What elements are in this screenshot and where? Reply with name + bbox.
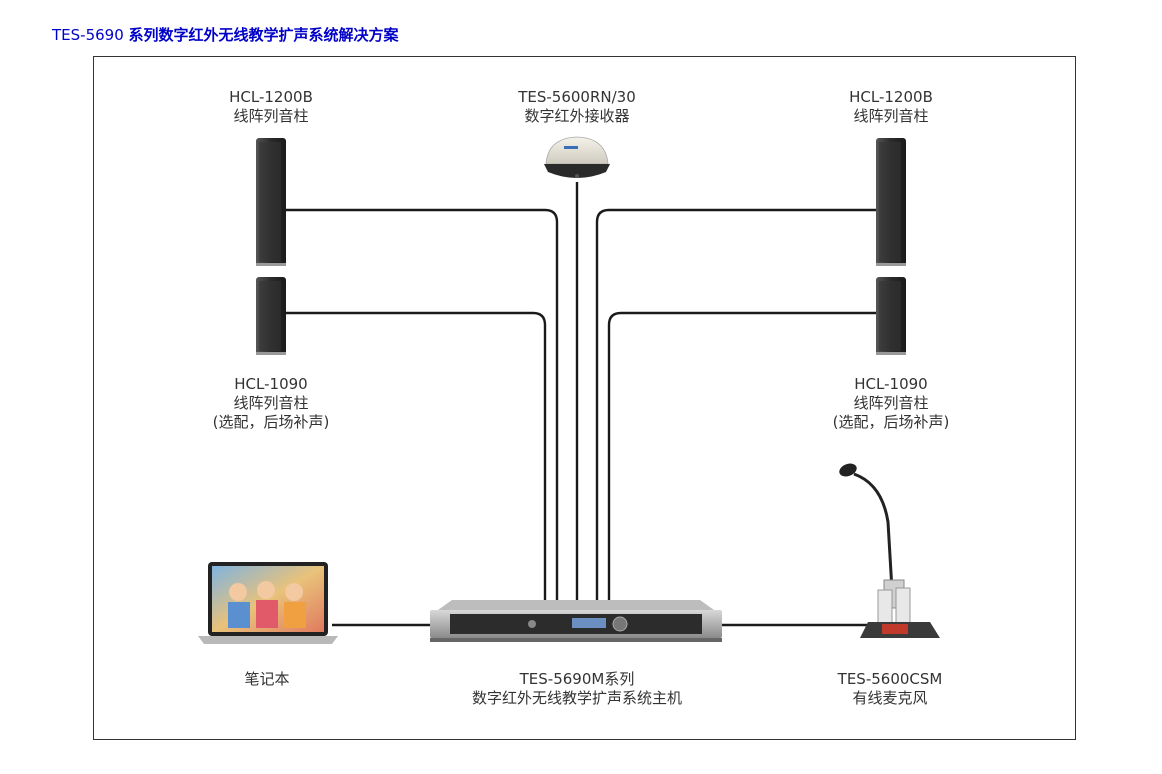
name-text: 线阵列音柱 xyxy=(853,107,929,125)
name-text: 有线麦克风 xyxy=(852,689,928,707)
microphone-device xyxy=(839,463,940,638)
name-text: 线阵列音柱 xyxy=(233,394,309,412)
name-text: 数字红外无线教学扩声系统主机 xyxy=(471,689,683,707)
speaker-large-right xyxy=(876,138,906,266)
model-text: HCL-1090 xyxy=(234,375,308,393)
model-text: HCL-1200B xyxy=(849,88,933,106)
receiver-device xyxy=(544,136,610,178)
name-text: 线阵列音柱 xyxy=(233,107,309,125)
title-model: TES-5690 xyxy=(52,26,124,44)
wire-large-right xyxy=(595,208,877,600)
laptop-device xyxy=(198,562,338,644)
model-text: TES-5600RN/30 xyxy=(518,88,636,106)
model-text: HCL-1200B xyxy=(229,88,313,106)
label-receiver: TES-5600RN/30 数字红外接收器 xyxy=(518,88,636,126)
speaker-small-left xyxy=(256,277,286,355)
label-speaker-large-left: HCL-1200B 线阵列音柱 xyxy=(229,88,313,126)
wire-small-left xyxy=(285,311,547,600)
note-text: (选配，后场补声) xyxy=(832,413,950,431)
name-text: 线阵列音柱 xyxy=(853,394,929,412)
page-title: TES-5690 系列数字红外无线教学扩声系统解决方案 xyxy=(52,24,399,45)
model-text: TES-5690M系列 xyxy=(519,670,635,688)
title-text: 系列数字红外无线教学扩声系统解决方案 xyxy=(128,26,399,44)
label-laptop: 笔记本 xyxy=(244,670,289,689)
speaker-small-right xyxy=(876,277,906,355)
wire-large-left xyxy=(285,208,559,600)
name-text: 数字红外接收器 xyxy=(524,107,630,125)
note-text: (选配，后场补声) xyxy=(212,413,330,431)
diagram-frame xyxy=(93,56,1076,740)
speaker-large-left xyxy=(256,138,286,266)
name-text: 笔记本 xyxy=(244,670,290,688)
label-speaker-large-right: HCL-1200B 线阵列音柱 xyxy=(849,88,933,126)
label-speaker-small-left: HCL-1090 线阵列音柱 (选配，后场补声) xyxy=(213,375,330,432)
host-device xyxy=(430,600,722,642)
label-host: TES-5690M系列 数字红外无线教学扩声系统主机 xyxy=(472,670,682,708)
label-speaker-small-right: HCL-1090 线阵列音柱 (选配，后场补声) xyxy=(833,375,950,432)
model-text: HCL-1090 xyxy=(854,375,928,393)
model-text: TES-5600CSM xyxy=(837,670,943,688)
wire-small-right xyxy=(607,311,877,600)
label-microphone: TES-5600CSM 有线麦克风 xyxy=(838,670,943,708)
